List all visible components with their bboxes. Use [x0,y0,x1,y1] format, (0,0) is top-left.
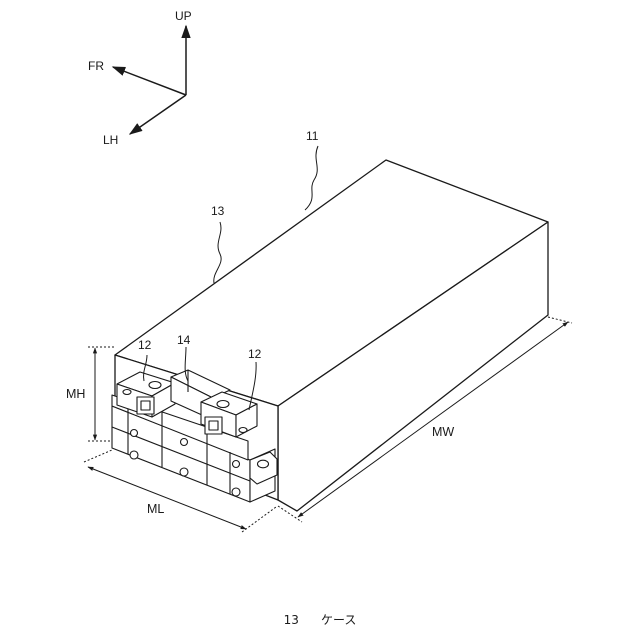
mounting-hole [181,439,188,446]
ml-extension-right [242,507,276,532]
mounting-hole [180,468,188,476]
mounting-hole [131,430,138,437]
terminal-socket-left-inner [141,401,150,410]
end-boss-hole [258,460,269,468]
terminal-bolt-right-small [239,428,247,433]
mounting-hole [233,461,240,468]
dimension-mw-label: MW [432,425,454,439]
left-axis-label: LH [103,133,118,147]
front-axis-arrow [113,67,186,95]
terminal-bolt-right [217,401,229,408]
terminal-bolt-left [149,382,161,389]
dimension-ml-label: ML [147,502,164,516]
mounting-hole [130,451,138,459]
leader-13 [214,222,221,283]
figure-caption: 13 ケース [0,611,640,628]
reference-12-right: 12 [248,347,262,361]
front-axis-label: FR [88,59,104,73]
caption-label: ケース [321,611,356,628]
ml-extension-left [84,450,112,462]
leader-11 [305,146,318,210]
caption-number: 13 [284,613,299,627]
mw-extension-right [548,317,572,323]
left-axis-arrow [130,95,186,134]
reference-12-left: 12 [138,338,152,352]
orientation-axes [113,26,186,134]
mounting-hole [232,488,240,496]
reference-13: 13 [211,204,225,218]
terminal-bolt-left-small [123,390,131,395]
reference-14: 14 [177,333,191,347]
reference-11: 11 [306,129,319,143]
up-axis-label: UP [175,9,192,23]
terminal-socket-right-inner [209,421,218,430]
dimension-mh-label: MH [66,387,85,401]
